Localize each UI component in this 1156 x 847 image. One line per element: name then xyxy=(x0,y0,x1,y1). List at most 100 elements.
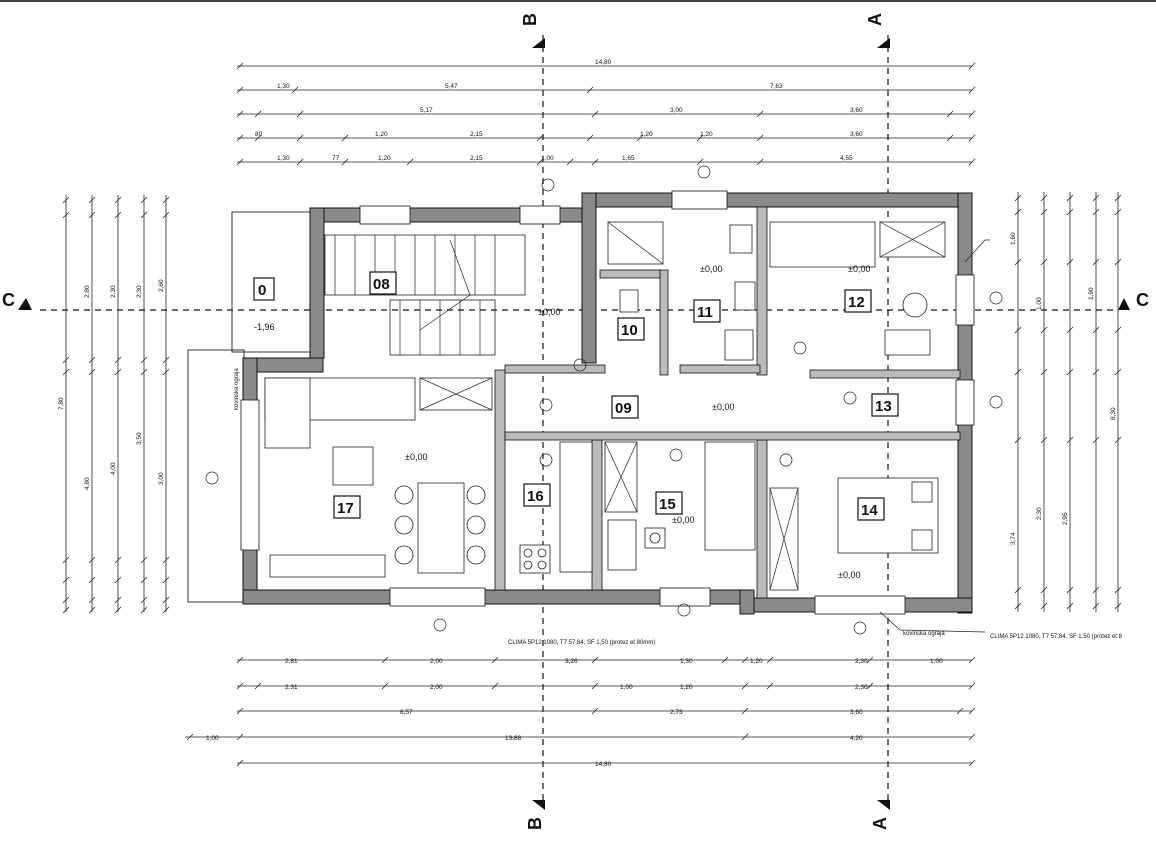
dimension-tick xyxy=(1040,436,1048,444)
dimension-tick xyxy=(1092,326,1100,334)
dimension-tick xyxy=(1040,208,1048,216)
dimension-tick xyxy=(62,211,70,219)
room-label-12: 12 xyxy=(848,294,865,311)
dimension-tick xyxy=(1040,258,1048,266)
fence-label-bottom: kovinska ograja xyxy=(903,631,945,637)
dimension-tick xyxy=(114,596,122,604)
dim-top-r4-e: 1,00 xyxy=(541,155,554,162)
dimension-tick xyxy=(1040,368,1048,376)
dimension-tick xyxy=(1092,194,1100,202)
dimension-chains-right xyxy=(1014,192,1122,612)
section-marker-a-bottom xyxy=(877,800,890,810)
room-12-furniture xyxy=(769,221,946,356)
dimension-tick xyxy=(1066,586,1074,594)
dimension-tick xyxy=(381,682,389,690)
dimension-tick xyxy=(756,134,764,142)
dimension-tick xyxy=(1040,326,1048,334)
dimension-tick xyxy=(1114,258,1122,266)
room-15-furniture xyxy=(644,441,756,551)
dimension-tick xyxy=(1114,436,1122,444)
dimension-tick xyxy=(1014,194,1022,202)
dimension-tick xyxy=(1114,602,1122,610)
dim-bot-r1-d: 1,30 xyxy=(680,658,693,665)
room-label-0: 0 xyxy=(258,282,266,299)
dim-top-r2-a: 5,17 xyxy=(420,107,433,114)
dim-left-d: 3,00 xyxy=(158,472,165,485)
level-14: ±0,00 xyxy=(838,570,860,580)
dimension-tick xyxy=(236,134,244,142)
dimension-tick xyxy=(114,211,122,219)
dimension-tick xyxy=(162,356,170,364)
dimension-tick xyxy=(296,134,304,142)
dimension-tick xyxy=(491,682,499,690)
level-11: ±0,00 xyxy=(700,264,722,274)
dimension-tick xyxy=(62,576,70,584)
dim-left-h: 2,60 xyxy=(158,279,165,292)
dimension-tick xyxy=(956,707,964,715)
dim-left-a: 4,80 xyxy=(84,477,91,490)
dimension-tick xyxy=(766,656,774,664)
interior-walls xyxy=(494,206,961,599)
detail-circle xyxy=(541,178,555,192)
dim-left-b: 4,00 xyxy=(110,462,117,475)
dimension-tick xyxy=(296,110,304,118)
dimension-tick xyxy=(62,368,70,376)
dim-top-r4-a: 1,30 xyxy=(277,155,290,162)
dimension-tick xyxy=(696,158,704,166)
dimension-tick xyxy=(140,211,148,219)
section-marker-a-top xyxy=(877,38,890,48)
dimension-chains-bottom xyxy=(185,656,976,767)
dimension-tick xyxy=(866,656,874,664)
dim-bot-total: 14,80 xyxy=(595,761,612,768)
dimension-tick xyxy=(114,356,122,364)
dimension-tick xyxy=(114,576,122,584)
dimension-tick xyxy=(88,356,96,364)
dimension-tick xyxy=(586,86,594,94)
dimension-tick xyxy=(236,62,244,70)
dimension-tick xyxy=(236,110,244,118)
dim-top-r3-b: 1,20 xyxy=(375,131,388,138)
dim-bot-r2-a: 2,31 xyxy=(285,684,298,691)
room-label-11: 11 xyxy=(697,304,713,321)
section-label-a-bottom: A xyxy=(870,817,890,830)
dimension-tick xyxy=(88,596,96,604)
dimension-tick xyxy=(254,110,262,118)
dim-bot-r2-e: 2,30 xyxy=(855,684,868,691)
dimension-tick xyxy=(140,596,148,604)
dimension-tick xyxy=(88,196,96,204)
dimension-tick xyxy=(766,682,774,690)
dim-left-g: 2,30 xyxy=(136,285,143,298)
dimension-tick xyxy=(88,576,96,584)
dimension-tick xyxy=(406,158,414,166)
dimension-tick xyxy=(591,110,599,118)
dimension-tick xyxy=(1014,586,1022,594)
fence-label-left: kovinska ograja xyxy=(234,368,240,410)
dimension-tick xyxy=(756,158,764,166)
dim-bot-r3-c: 3,60 xyxy=(850,709,863,716)
dimension-tick xyxy=(1066,368,1074,376)
dimension-tick xyxy=(341,134,349,142)
dimension-tick xyxy=(296,158,304,166)
dimension-tick xyxy=(140,196,148,204)
dimension-tick xyxy=(236,86,244,94)
dim-bot-r2-b: 2,00 xyxy=(430,684,443,691)
dimension-tick xyxy=(1092,368,1100,376)
dim-top-r4-b: 77 xyxy=(332,155,340,162)
dimension-tick xyxy=(968,759,976,767)
dimension-tick xyxy=(1066,194,1074,202)
dimension-tick xyxy=(1014,326,1022,334)
level-exterior: -1,96 xyxy=(254,322,275,332)
room-label-10: 10 xyxy=(621,322,638,339)
level-17: ±0,00 xyxy=(405,452,427,462)
dimension-tick xyxy=(162,556,170,564)
dim-top-r1-b: 5,47 xyxy=(445,83,458,90)
dim-bot-r1-c: 3,26 xyxy=(565,658,578,665)
living-room-furniture xyxy=(264,377,493,578)
dimension-tick xyxy=(741,733,749,741)
detail-circle xyxy=(843,391,857,405)
dim-bot-r1-f: 2,30 xyxy=(855,658,868,665)
dim-right-b: 3,74 xyxy=(1010,532,1017,545)
dimension-tick xyxy=(968,707,976,715)
dimension-tick xyxy=(968,86,976,94)
dim-left-total: 7,80 xyxy=(58,397,65,410)
